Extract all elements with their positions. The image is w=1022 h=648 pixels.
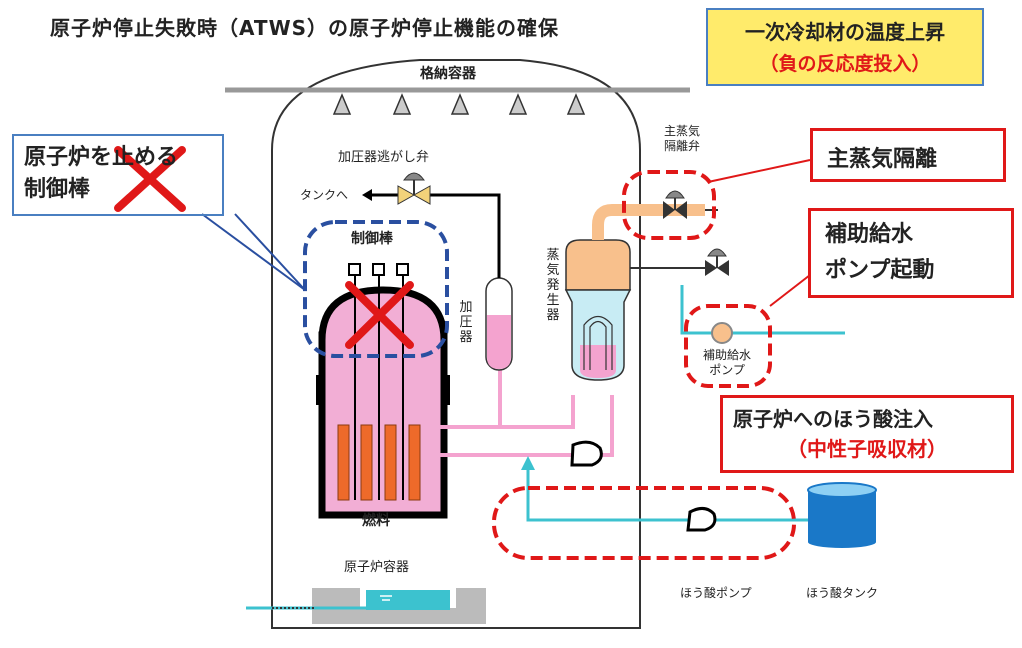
control-rod-callout-line1: 原子炉を止める	[24, 145, 179, 170]
msiv-dashed-outline	[622, 170, 716, 240]
boric-acid-tank-label: ほう酸タンク	[806, 586, 879, 600]
msiv-label-line2: 隔離弁	[664, 139, 701, 153]
aux-pump-label-line1: 補助給水	[703, 348, 752, 362]
fuel-assemblies	[337, 424, 421, 501]
reactor-vessel-label: 原子炉容器	[344, 560, 410, 575]
main-steam-isolation-valve-icon	[663, 190, 687, 219]
pressurizer-label: 加圧器	[459, 300, 473, 345]
spray-nozzles	[332, 93, 586, 115]
boric-acid-pump-label: ほう酸ポンプ	[680, 586, 752, 600]
relief-valve-icon	[397, 172, 431, 205]
containment-label: 格納容器	[420, 66, 476, 82]
boric-acid-callout: 原子炉へのほう酸注入 （中性子吸収材）	[720, 395, 1014, 473]
boric-callout-line1: 原子炉へのほう酸注入	[733, 407, 933, 431]
boric-acid-dashed-outline	[492, 486, 796, 560]
pressurizer-liquid	[487, 315, 511, 369]
aux-pump-dashed-outline	[684, 304, 772, 388]
aux-pump-label-line2: ポンプ	[709, 363, 745, 377]
temperature-rise-box: 一次冷却材の温度上昇 （負の反応度投入）	[706, 8, 984, 86]
main-steam-line	[592, 204, 705, 240]
aux-pump-label: 補助給水 ポンプ	[703, 348, 751, 378]
primary-coolant-piping	[440, 370, 614, 457]
control-rod-fail-x-icon	[345, 281, 414, 349]
fuel-label: 燃料	[362, 513, 390, 529]
steam-generator-label: 蒸気発生器	[546, 248, 560, 323]
control-rod-callout-pointer	[201, 213, 306, 291]
containment-sump	[246, 588, 486, 624]
callout-fail-x-icon	[114, 146, 186, 212]
relief-valve-label: 加圧器逃がし弁	[338, 150, 430, 165]
reactor-coolant-pump-icon	[570, 440, 603, 467]
feedwater-valve-icon	[705, 248, 729, 276]
msiv-callout: 主蒸気隔離	[810, 128, 1006, 182]
control-rod-label: 制御棒	[351, 231, 393, 247]
aux-callout-line2: ポンプ起動	[825, 258, 935, 283]
boric-callout-line2: （中性子吸収材）	[787, 437, 947, 461]
boric-acid-tank	[807, 482, 877, 548]
to-tank-label: タンクへ	[300, 188, 349, 202]
info-line1: 一次冷却材の温度上昇	[745, 20, 945, 44]
steam-generator	[564, 239, 632, 381]
page-title: 原子炉停止失敗時（ATWS）の原子炉停止機能の確保	[50, 16, 560, 40]
relief-line	[425, 193, 501, 278]
aux-feedwater-callout: 補助給水 ポンプ起動	[808, 208, 1014, 298]
aux-feedwater-line	[680, 285, 845, 335]
msiv-label: 主蒸気 隔離弁	[664, 124, 700, 154]
control-rod-callout: 原子炉を止める 制御棒	[12, 134, 224, 216]
boric-acid-pump-icon	[686, 507, 717, 532]
aux-callout-line1: 補助給水	[825, 222, 914, 247]
control-rod-callout-line2: 制御棒	[24, 177, 91, 202]
msiv-label-line1: 主蒸気	[664, 124, 701, 138]
to-tank-arrow-icon	[362, 189, 372, 201]
info-line2: （負の反応度投入）	[759, 53, 931, 75]
aux-feedwater-pump-icon	[711, 322, 733, 344]
injection-arrow-icon	[521, 456, 535, 470]
containment-vessel	[271, 59, 641, 629]
